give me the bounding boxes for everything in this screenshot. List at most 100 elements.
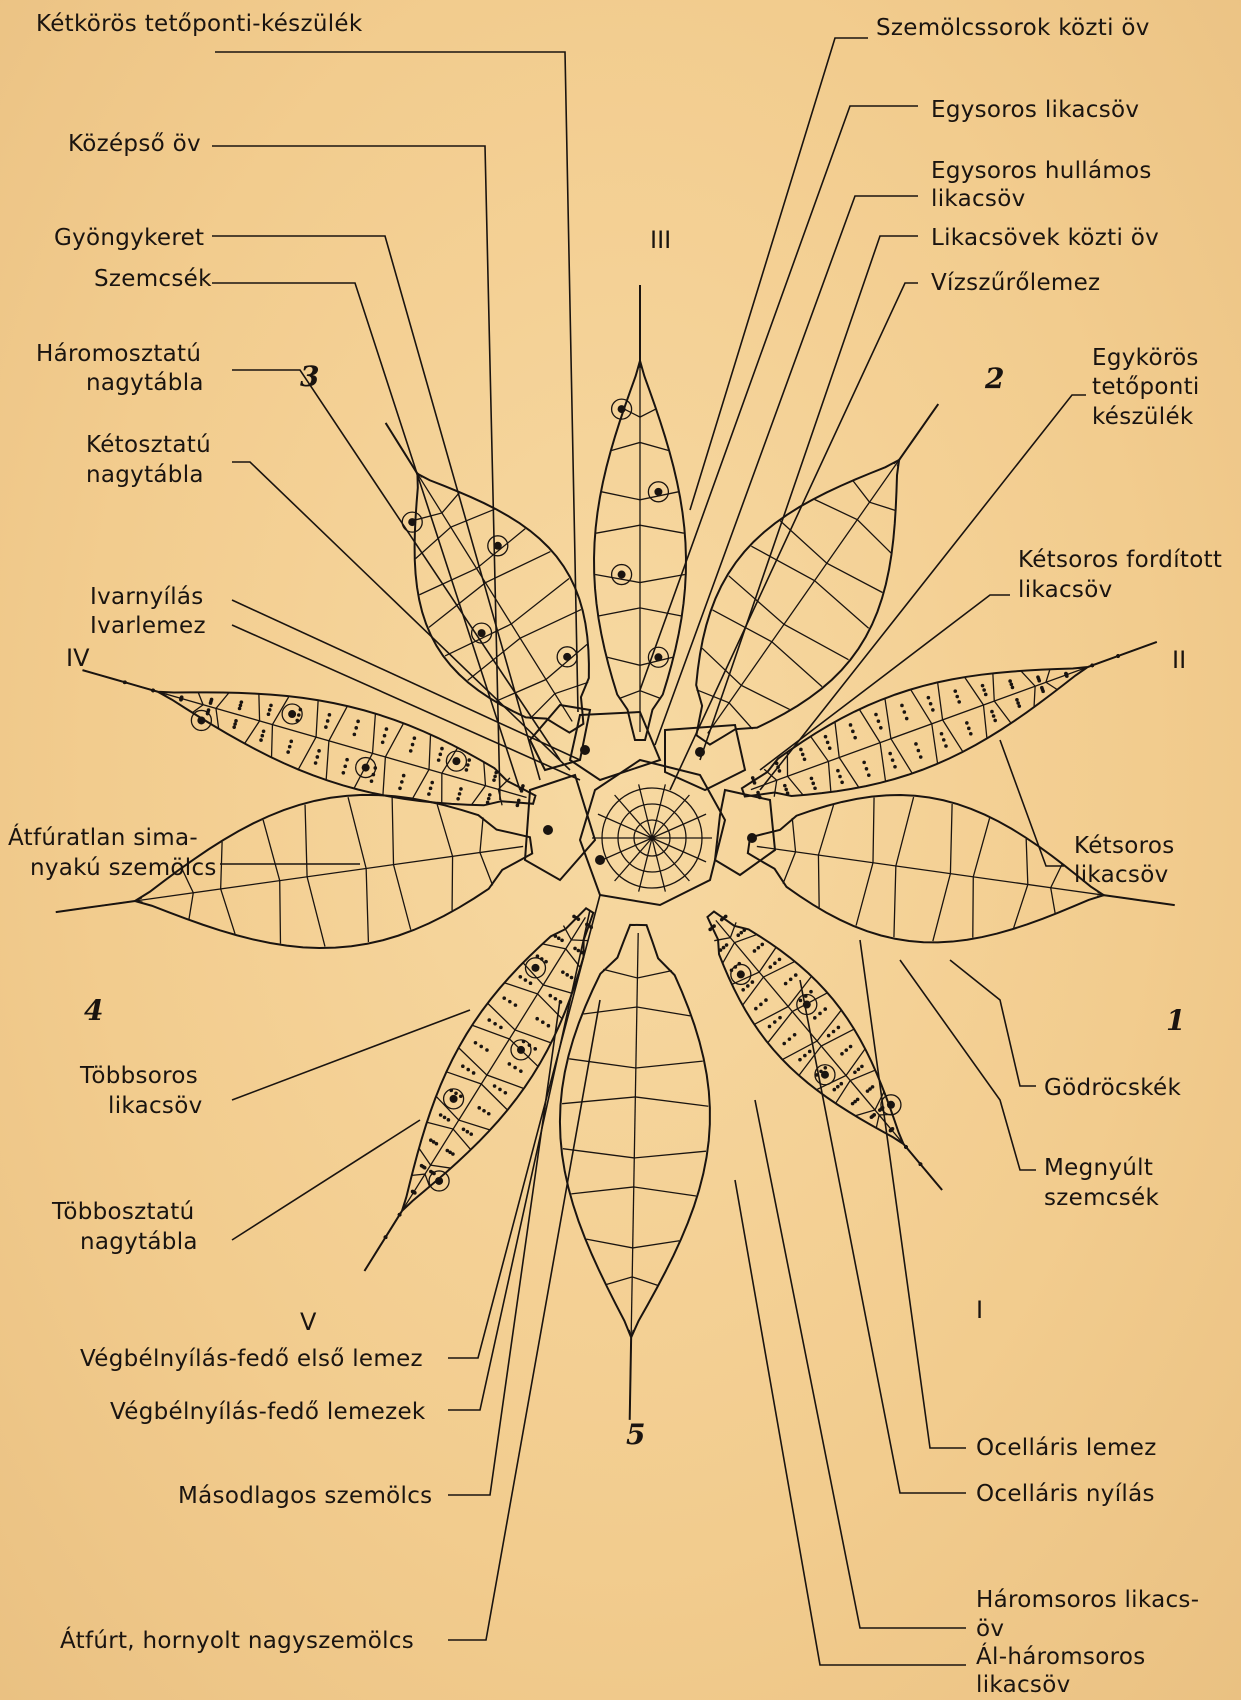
petal-midline (92, 673, 526, 798)
label-ketsoros-forditott-1: Kétsoros fordított (1018, 546, 1222, 574)
pore-dot (981, 684, 985, 688)
pore-dot (533, 1047, 537, 1051)
pore-dot (893, 765, 897, 769)
genital-pore (747, 833, 757, 843)
pore-dot (554, 934, 558, 938)
label-gyongykeret: Gyöngykeret (54, 224, 204, 252)
leader-line (735, 1180, 966, 1665)
pore-dot (565, 973, 569, 977)
pore-dot (317, 749, 321, 753)
pore-dot (871, 1085, 875, 1089)
pore-dot (944, 744, 948, 748)
plate-suture (403, 451, 407, 458)
pore-dot (1008, 679, 1012, 683)
tubercle-center (531, 964, 539, 972)
pore-dot (773, 1020, 777, 1024)
pore-dot (746, 984, 750, 988)
pore-dot (782, 1042, 786, 1046)
pore-dot (345, 758, 349, 762)
pore-dot (827, 1034, 831, 1038)
pore-dot (768, 1025, 772, 1029)
label-ketsoros-2: likacsöv (1074, 861, 1169, 889)
pore-dot (413, 736, 417, 740)
pore-dot (429, 787, 433, 791)
pore-dot (466, 1068, 470, 1072)
ray-roman-V: V (300, 1308, 316, 1336)
periproct-web (592, 784, 712, 891)
pore-dot (808, 1050, 812, 1054)
pore-dot (472, 1071, 476, 1075)
label-haromosztatu-1: Háromosztatú (36, 340, 201, 368)
pore-dot (493, 1084, 497, 1088)
pore-dot (232, 725, 236, 729)
pore-dot (316, 755, 320, 759)
pore-dot (811, 782, 815, 786)
tubercle-center (654, 488, 662, 496)
pore-dot (482, 1109, 486, 1113)
label-tobbsoros-1: Többsoros (80, 1062, 198, 1090)
pore-dot (867, 773, 871, 777)
pore-dot (488, 793, 492, 797)
label-ivarnyilas: Ivarnyílás (90, 583, 204, 611)
pore-dot (823, 1007, 827, 1011)
leader-line (1000, 740, 1064, 866)
tubercle-center (887, 1101, 895, 1109)
label-ocellaris-nyilas: Ocelláris nyílás (976, 1480, 1155, 1508)
pore-dot (853, 736, 857, 740)
pore-dot (502, 996, 506, 1000)
petal-midline (751, 645, 1148, 789)
leader-line (950, 960, 1036, 1086)
pore-dot (832, 1030, 836, 1034)
pore-dot (541, 1020, 545, 1024)
pore-dot (931, 708, 935, 712)
label-godrocskek: Gödröcskék (1044, 1074, 1181, 1102)
petals-group (56, 285, 1175, 1420)
pore-dot (354, 726, 358, 730)
pore-dot (905, 717, 909, 721)
leader-line (800, 980, 966, 1493)
pore-dot (238, 707, 242, 711)
leader-line (700, 236, 918, 760)
label-atfuratlan-1: Átfúratlan sima- (8, 824, 198, 852)
pore-dot (1011, 686, 1015, 690)
pore-dot (411, 743, 415, 747)
label-vizszuro: Vízszűrőlemez (931, 269, 1100, 297)
pore-dot (356, 720, 360, 724)
tubercle-center (452, 757, 460, 765)
pore-dot (982, 688, 986, 692)
ray-number-5: 5 (626, 1418, 645, 1451)
pore-dot (467, 758, 471, 762)
pore-dot (486, 801, 490, 805)
pore-dot (751, 980, 755, 984)
pore-dot (508, 1000, 512, 1004)
pore-dot (768, 965, 772, 969)
pore-dot (969, 732, 973, 736)
pore-dot (823, 1066, 827, 1070)
pore-dot (809, 990, 813, 994)
pore-dot (857, 1068, 861, 1072)
pore-dot (451, 1152, 455, 1156)
pore-dot (824, 735, 828, 739)
label-megnyult-2: szemcsék (1044, 1184, 1159, 1212)
pore-dot (492, 778, 496, 782)
pore-dot (927, 696, 931, 700)
label-ketkoros: Kétkörös tetőponti-készülék (36, 10, 362, 38)
pore-dot (570, 976, 574, 980)
pore-dot (420, 1164, 424, 1168)
pore-dot (328, 713, 332, 717)
pore-dot (851, 730, 855, 734)
pore-dot (919, 755, 923, 759)
tubercle-center (737, 970, 745, 978)
tubercle-center (517, 1046, 525, 1054)
pore-dot (879, 726, 883, 730)
petal-midline (370, 917, 586, 1262)
pore-dot (919, 1162, 923, 1166)
tubercle-center (435, 1177, 443, 1185)
tubercle-center (494, 542, 502, 550)
madreporite-plate (665, 725, 745, 790)
pore-dot (865, 767, 869, 771)
leader-line (232, 625, 580, 780)
pore-dot (775, 762, 779, 766)
pore-dot (793, 1033, 797, 1037)
pore-dot (739, 931, 743, 935)
